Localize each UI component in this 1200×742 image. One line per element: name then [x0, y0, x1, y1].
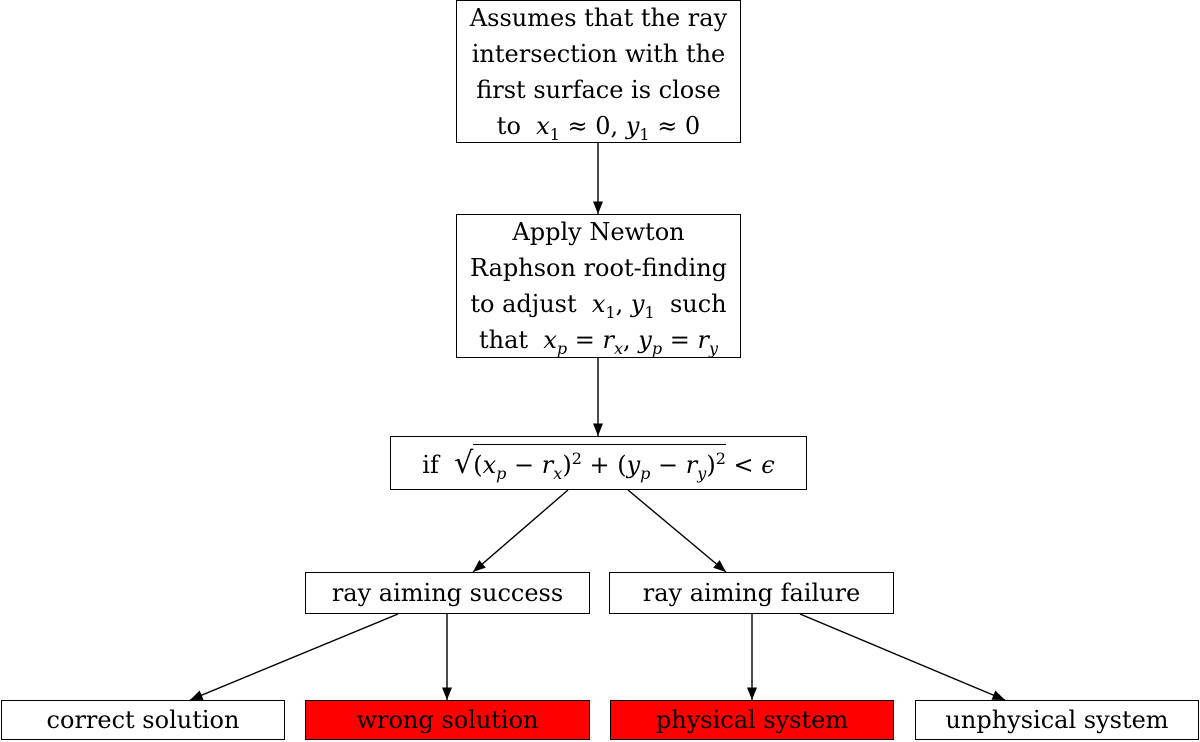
- newton-line-2: Raphson root-finding: [469, 254, 728, 282]
- newton-formula: xp = rx, yp = ry: [543, 326, 718, 358]
- ray-aiming-success-label: ray aiming success: [331, 579, 564, 607]
- condition-prefix: if: [422, 450, 439, 479]
- condition-line: if √(xp − rx)2 + (yp − ry)2 < ϵ: [422, 443, 775, 483]
- wrong-solution-label: wrong solution: [356, 706, 539, 734]
- wrong-solution-node: wrong solution: [305, 700, 590, 740]
- correct-solution-node: correct solution: [1, 700, 285, 740]
- newton-line-3-suffix: such: [669, 290, 727, 318]
- newton-line-3: to adjust x1, y1 such: [470, 286, 726, 322]
- assumption-formula: x1 ≈ 0, y1 ≈ 0: [536, 111, 701, 144]
- unphysical-system-label: unphysical system: [945, 706, 1169, 734]
- physical-system-node: physical system: [610, 700, 894, 740]
- edge-failure-to-unphysical: [799, 613, 1006, 701]
- assumption-line-3: first surface is close: [476, 75, 721, 104]
- newton-raphson-node: Apply Newton Raphson root-finding to adj…: [456, 214, 741, 358]
- assumption-line-2: intersection with the: [471, 39, 726, 68]
- edge-condition-to-failure: [627, 489, 727, 573]
- assumption-node: Assumes that the ray intersection with t…: [456, 0, 741, 143]
- unphysical-system-node: unphysical system: [915, 700, 1199, 740]
- edge-success-to-correct: [189, 613, 399, 701]
- ray-aiming-failure-node: ray aiming failure: [609, 572, 894, 614]
- correct-solution-label: correct solution: [46, 706, 240, 734]
- newton-line-3-prefix: to adjust: [470, 290, 577, 318]
- assumption-line-4-prefix: to: [496, 111, 521, 140]
- edge-condition-to-success: [472, 489, 569, 573]
- condition-formula: √(xp − rx)2 + (yp − ry)2 < ϵ: [454, 443, 775, 483]
- assumption-line-1: Assumes that the ray: [469, 3, 728, 32]
- ray-aiming-success-node: ray aiming success: [305, 572, 590, 614]
- assumption-line-4: to x1 ≈ 0, y1 ≈ 0: [497, 108, 700, 144]
- ray-aiming-failure-label: ray aiming failure: [642, 579, 861, 607]
- physical-system-label: physical system: [655, 706, 849, 734]
- newton-line-4-prefix: that: [478, 326, 529, 354]
- condition-node: if √(xp − rx)2 + (yp − ry)2 < ϵ: [390, 436, 807, 490]
- newton-variables: x1, y1: [591, 290, 655, 322]
- newton-line-1: Apply Newton: [512, 218, 685, 246]
- newton-line-4: that xp = rx, yp = ry: [479, 322, 718, 358]
